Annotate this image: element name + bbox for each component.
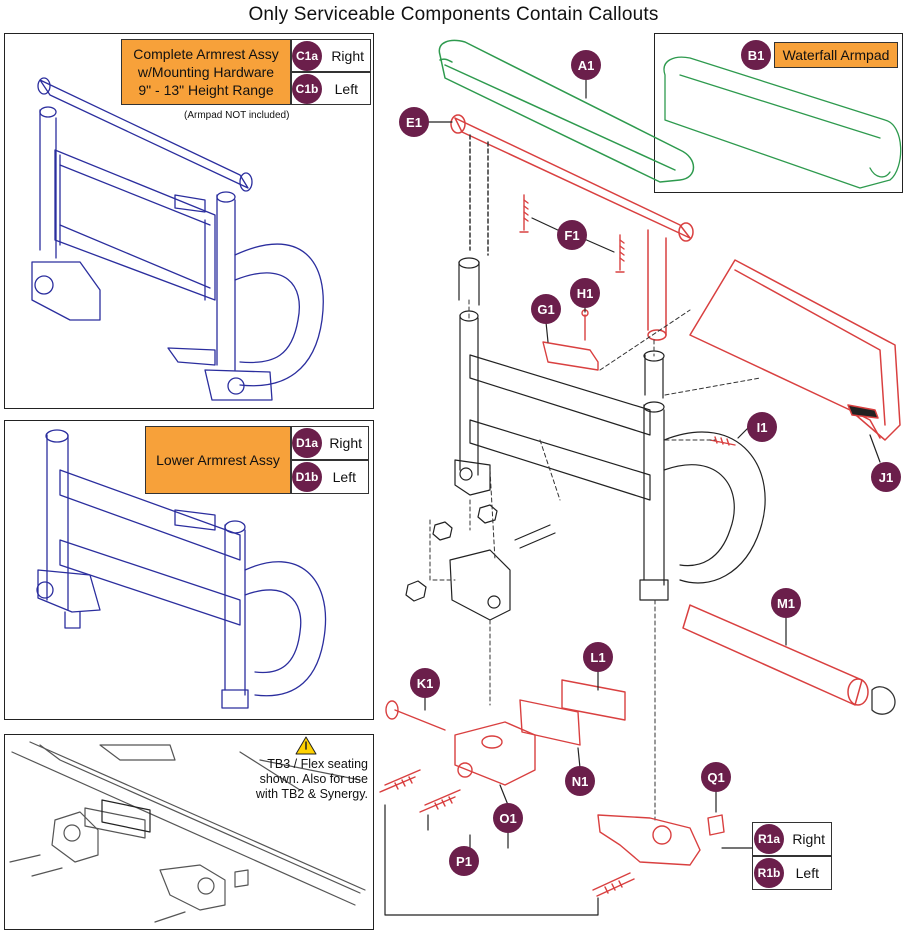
callout-p1[interactable]: P1 <box>449 846 479 876</box>
lower-assy-right-label: Right <box>329 435 362 451</box>
callout-c1b[interactable]: C1b <box>292 74 322 104</box>
bracket-left-label: Left <box>795 865 819 881</box>
callout-h1[interactable]: H1 <box>570 278 600 308</box>
callout-b1[interactable]: B1 <box>741 40 771 70</box>
seating-panel <box>4 734 374 930</box>
bracket-right-label: Right <box>792 831 825 847</box>
armpad-a1 <box>438 39 695 183</box>
lower-assy-drawing <box>36 429 327 709</box>
screws-f1 <box>519 194 625 273</box>
armpad-not-included-note: (Armpad NOT included) <box>184 110 290 121</box>
guide-lines <box>429 299 761 821</box>
callout-g1[interactable]: G1 <box>531 294 561 324</box>
complete-assy-left-label: Left <box>334 80 358 97</box>
main-frame <box>405 257 766 621</box>
waterfall-armpad-label: Waterfall Armpad <box>774 42 898 68</box>
callout-k1[interactable]: K1 <box>410 668 440 698</box>
leader-lines <box>384 77 881 916</box>
complete-assy-label: Complete Armrest Assy w/Mounting Hardwar… <box>121 39 291 105</box>
page-title: Only Serviceable Components Contain Call… <box>248 4 659 25</box>
complete-assy-line3: 9" - 13" Height Range <box>138 82 274 98</box>
callout-r1a[interactable]: R1a <box>754 824 784 854</box>
callout-o1[interactable]: O1 <box>493 803 523 833</box>
complete-assy-line2: w/Mounting Hardware <box>137 64 275 80</box>
callout-m1[interactable]: M1 <box>771 588 801 618</box>
lower-assy-label: Lower Armrest Assy <box>145 426 291 494</box>
bottom-hardware <box>379 679 725 897</box>
callout-j1[interactable]: J1 <box>871 462 901 492</box>
seating-note: TB3 / Flex seating shown. Also for use w… <box>238 757 368 802</box>
callout-l1[interactable]: L1 <box>583 642 613 672</box>
top-tube-e1 <box>450 114 694 341</box>
complete-assy-drawing <box>31 77 324 401</box>
complete-assy-line1: Complete Armrest Assy <box>133 46 279 62</box>
screw-i1 <box>709 436 736 446</box>
lower-assy-text: Lower Armrest Assy <box>156 452 280 468</box>
callout-r1b[interactable]: R1b <box>754 858 784 888</box>
callout-d1b[interactable]: D1b <box>292 462 322 492</box>
end-cap <box>871 686 896 715</box>
waterfall-armpad-b1 <box>663 56 902 189</box>
callout-e1[interactable]: E1 <box>399 107 429 137</box>
callout-d1a[interactable]: D1a <box>292 428 322 458</box>
callout-i1[interactable]: I1 <box>747 412 777 442</box>
callout-n1[interactable]: N1 <box>565 766 595 796</box>
callout-a1[interactable]: A1 <box>571 50 601 80</box>
lower-assy-left-label: Left <box>332 469 356 485</box>
callout-c1a[interactable]: C1a <box>292 41 322 71</box>
seating-note-line1: TB3 / Flex seating <box>267 757 368 771</box>
seating-note-line3: with TB2 & Synergy. <box>255 787 368 801</box>
callout-f1[interactable]: F1 <box>557 220 587 250</box>
complete-assy-right-label: Right <box>331 47 364 64</box>
seating-note-line2: shown. Also for use <box>259 772 368 786</box>
seating-drawing <box>9 741 366 923</box>
tube-m1 <box>682 604 869 706</box>
waterfall-pad-j1 <box>689 259 901 441</box>
callout-q1[interactable]: Q1 <box>701 762 731 792</box>
